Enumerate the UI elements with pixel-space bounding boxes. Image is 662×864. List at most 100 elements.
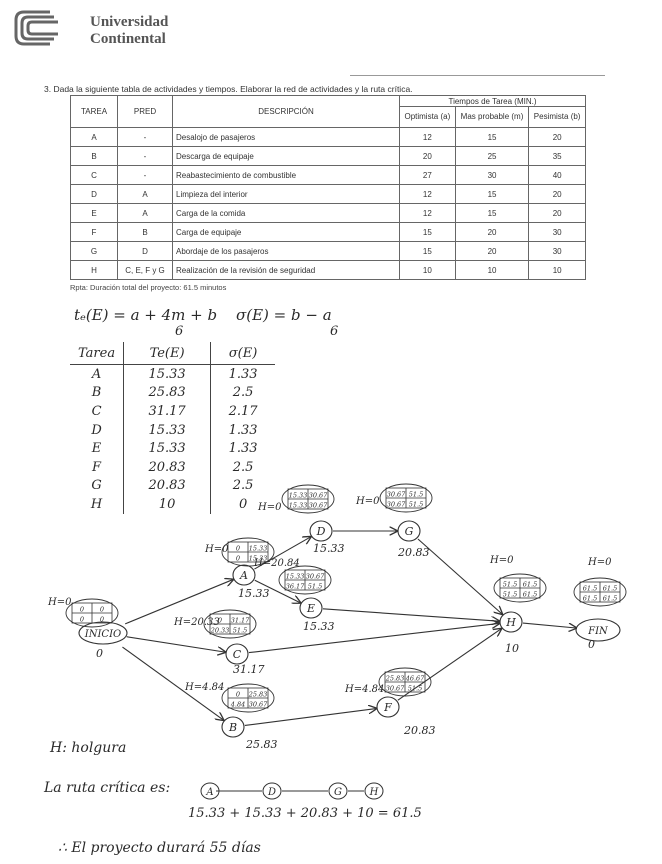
- node-d-time-cell: 15.33: [289, 502, 308, 510]
- node-fin-label: FIN: [587, 626, 609, 637]
- node-e-time-cell: 36.17: [286, 583, 305, 591]
- te-cell-te: 20.83: [123, 457, 212, 477]
- node-inicio-time-cell: 0: [80, 606, 84, 614]
- col-desc: DESCRIPCIÓN: [172, 95, 400, 128]
- edge-h-fin: [522, 622, 576, 628]
- node-d-label: D: [316, 525, 326, 538]
- node-e-label: E: [306, 602, 315, 615]
- te-cell-tarea: B: [70, 383, 125, 403]
- node-inicio-duration: 0: [96, 647, 103, 660]
- node-e-time-cell: 15.33: [286, 573, 305, 581]
- te-cell-te: 31.17: [123, 402, 212, 421]
- university-name-line1: Universidad: [90, 14, 169, 30]
- node-b-label: B: [228, 721, 237, 734]
- node-b-time-cell: 25.83: [248, 691, 268, 699]
- node-c-time-oval: [203, 609, 257, 639]
- node-a-circle: [232, 564, 256, 586]
- critical-node-g-label: G: [334, 787, 342, 798]
- project-conclusion: ∴ El proyecto durará 55 días: [58, 840, 261, 856]
- node-d-time-cell: 30.67: [309, 492, 328, 500]
- te-cell-sigma: 2.5: [232, 478, 254, 494]
- critical-node-h: [364, 782, 384, 800]
- node-g-time-cell: 30.67: [387, 501, 406, 509]
- critical-route-chain: A D G H: [200, 782, 384, 800]
- node-c-duration: 31.17: [233, 663, 265, 676]
- node-g-time-cell: 51.5: [409, 501, 423, 509]
- col-b: Pesimista (b): [528, 106, 586, 128]
- node-fin-time-cell: 61.5: [583, 595, 597, 603]
- node-c-holgura: H=20.33: [173, 617, 220, 628]
- node-e-time-cell: 51.5: [308, 583, 322, 591]
- node-a-time-cell: 15.33: [249, 545, 268, 553]
- node-fin-time-cell: 61.5: [583, 585, 597, 593]
- node-h-circle: [499, 611, 523, 633]
- node-b-holgura: H=4.84: [184, 682, 224, 693]
- te-formula-denominator: 6: [175, 324, 184, 339]
- node-b-time-oval: [221, 683, 275, 713]
- te-col-te: Te(E): [123, 342, 212, 365]
- activity-cell-tarea: H: [70, 260, 118, 280]
- te-cell-tarea: D: [70, 420, 125, 440]
- node-inicio-time-cell: 0: [100, 616, 104, 624]
- te-cell-sigma: 2.17: [228, 403, 258, 419]
- critical-node-g: [328, 782, 348, 800]
- critical-node-a-label: A: [205, 787, 213, 798]
- node-inicio-time-cell: 0: [100, 606, 104, 614]
- node-d-time-oval: [281, 484, 335, 514]
- edge-c-h: [248, 623, 499, 654]
- node-g-duration: 20.83: [397, 546, 430, 559]
- node-b-time-cell: 30.67: [249, 701, 268, 709]
- node-f-time-cell: 30.67: [386, 685, 405, 693]
- holgura-legend: H: holgura: [50, 740, 127, 756]
- node-d-time-cell: 30.67: [309, 502, 328, 510]
- question-text: 3. Dada la siguiente tabla de actividade…: [44, 84, 413, 94]
- te-cell-te: 15.33: [123, 439, 212, 458]
- node-f-time-cell: 46.67: [405, 675, 425, 683]
- node-a-time-cell: 15.33: [249, 555, 268, 563]
- te-col-sigma: σ(E): [210, 342, 276, 365]
- sigma-formula-denominator: 6: [330, 324, 339, 339]
- node-c-label: C: [233, 648, 242, 661]
- node-inicio-time-oval: [65, 598, 119, 628]
- te-cell-te: 15.33: [123, 364, 212, 384]
- node-g-label: G: [405, 525, 414, 538]
- node-g-circle: [397, 520, 421, 542]
- node-fin-time-cell: 61.5: [603, 585, 617, 593]
- node-fin-holgura: H=0: [587, 557, 612, 568]
- node-b-duration: 25.83: [245, 738, 278, 751]
- te-cell-te: 25.83: [123, 383, 212, 403]
- node-c-time-cell: 0: [218, 617, 222, 625]
- node-d-circle: [309, 520, 333, 542]
- node-e-holgura: H=20.84: [253, 558, 300, 569]
- node-h-time-oval: [493, 573, 547, 603]
- node-h-duration: 10: [505, 642, 519, 655]
- node-f-circle: [376, 696, 400, 718]
- node-h-time-cell: 61.5: [523, 591, 537, 599]
- node-a-label: A: [239, 569, 248, 582]
- node-e-time-cell: 30.67: [306, 573, 325, 581]
- node-b-time-cell: 0: [236, 691, 240, 699]
- node-inicio-holgura: H=0: [47, 597, 72, 608]
- node-a-time-oval: [221, 537, 275, 567]
- node-inicio-circle: [78, 621, 128, 645]
- node-fin-time-oval: [573, 577, 627, 607]
- header-rule: [350, 75, 605, 76]
- activity-cell-b: 10: [528, 260, 586, 280]
- node-f-duration: 20.83: [403, 724, 436, 737]
- node-g-time-cell: 30.67: [387, 491, 406, 499]
- node-fin-duration: 0: [588, 638, 595, 651]
- te-cell-tarea: H: [70, 495, 125, 514]
